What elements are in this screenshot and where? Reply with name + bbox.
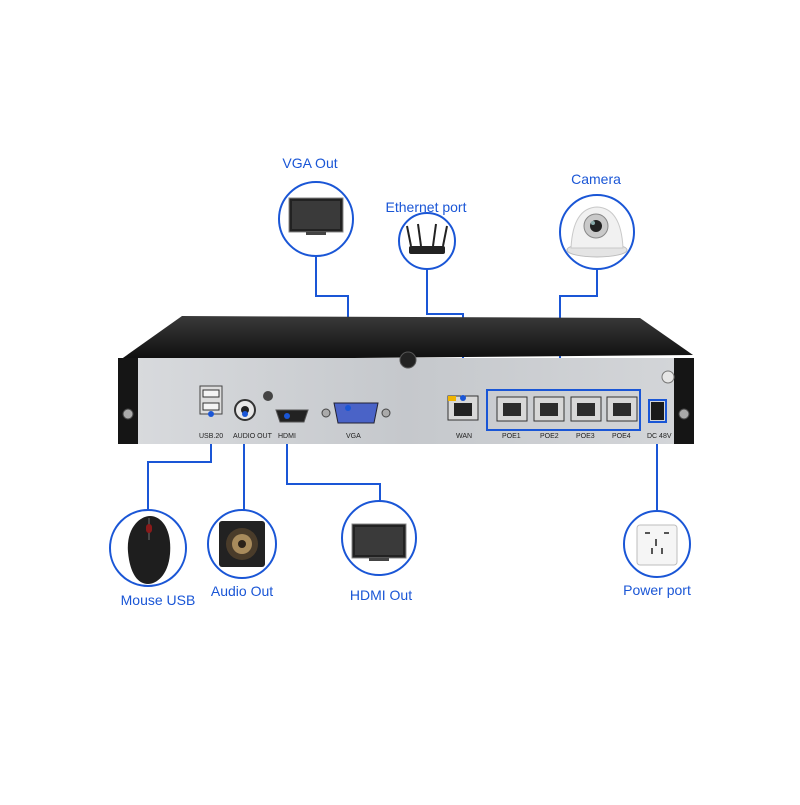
poe-port-1-icon (496, 396, 528, 422)
audio-out-label: Audio Out (210, 583, 274, 599)
poe3-port-label: POE3 (576, 433, 595, 440)
screw-icon (678, 408, 690, 420)
nvr-right-rail (674, 358, 694, 444)
poe4-port-label: POE4 (612, 433, 631, 440)
nvr-back-panel (118, 358, 694, 444)
poe-port-2-icon (533, 396, 565, 422)
camera-callout (559, 194, 635, 270)
usb-ports-icon (199, 385, 223, 415)
ground-screw-icon (661, 370, 675, 384)
ethernet-port-label: Ethernet port (385, 199, 467, 215)
poe-port-3-icon (570, 396, 602, 422)
power-socket-icon (636, 524, 678, 566)
poe-ports-highlight (486, 389, 641, 431)
usb-port-label: USB.20 (199, 433, 223, 440)
hdmi-port-label: HDMI (278, 433, 296, 440)
vga-monitor-callout (278, 181, 354, 257)
monitor-icon (351, 523, 407, 561)
nvr-device: USB.20 AUDIO OUT HDMI VGA WAN POE1 POE2 … (118, 316, 694, 444)
vga-connection-dot (345, 405, 351, 411)
poe1-port-label: POE1 (502, 433, 521, 440)
ethernet-router-callout (398, 212, 456, 270)
audio-connection-dot (242, 411, 248, 417)
screw-icon (122, 408, 134, 420)
power-socket-callout (623, 510, 691, 578)
dc-power-label: DC 48V (647, 433, 672, 440)
wan-connection-dot (460, 395, 466, 401)
audio-speaker-callout (207, 509, 277, 579)
router-icon (406, 223, 448, 254)
poe-port-4-icon (606, 396, 638, 422)
mouse-icon (127, 516, 171, 584)
camera-label: Camera (571, 171, 621, 187)
dome-camera-icon (566, 206, 628, 258)
mouse-usb-label: Mouse USB (120, 592, 196, 608)
power-port-highlight (648, 399, 667, 423)
hdmi-connection-dot (284, 413, 290, 419)
screw-icon (399, 351, 417, 369)
nvr-left-rail (118, 358, 138, 444)
dc-power-jack-icon (651, 402, 664, 420)
vga-out-label: VGA Out (282, 155, 338, 171)
speaker-icon (219, 521, 265, 567)
vga-port-label: VGA (346, 433, 361, 440)
monitor-icon (288, 197, 344, 235)
mouse-callout (109, 509, 187, 587)
wan-port-label: WAN (456, 433, 472, 440)
power-port-label: Power port (623, 582, 691, 598)
hdmi-out-label: HDMI Out (349, 587, 413, 603)
nvr-top-shell (120, 316, 693, 360)
hdmi-monitor-callout (341, 500, 417, 576)
poe2-port-label: POE2 (540, 433, 559, 440)
hdmi-connector-line (286, 418, 381, 501)
hdmi-port-icon (275, 409, 309, 423)
usb-connection-dot (208, 411, 214, 417)
audio-port-label: AUDIO OUT (233, 433, 273, 440)
